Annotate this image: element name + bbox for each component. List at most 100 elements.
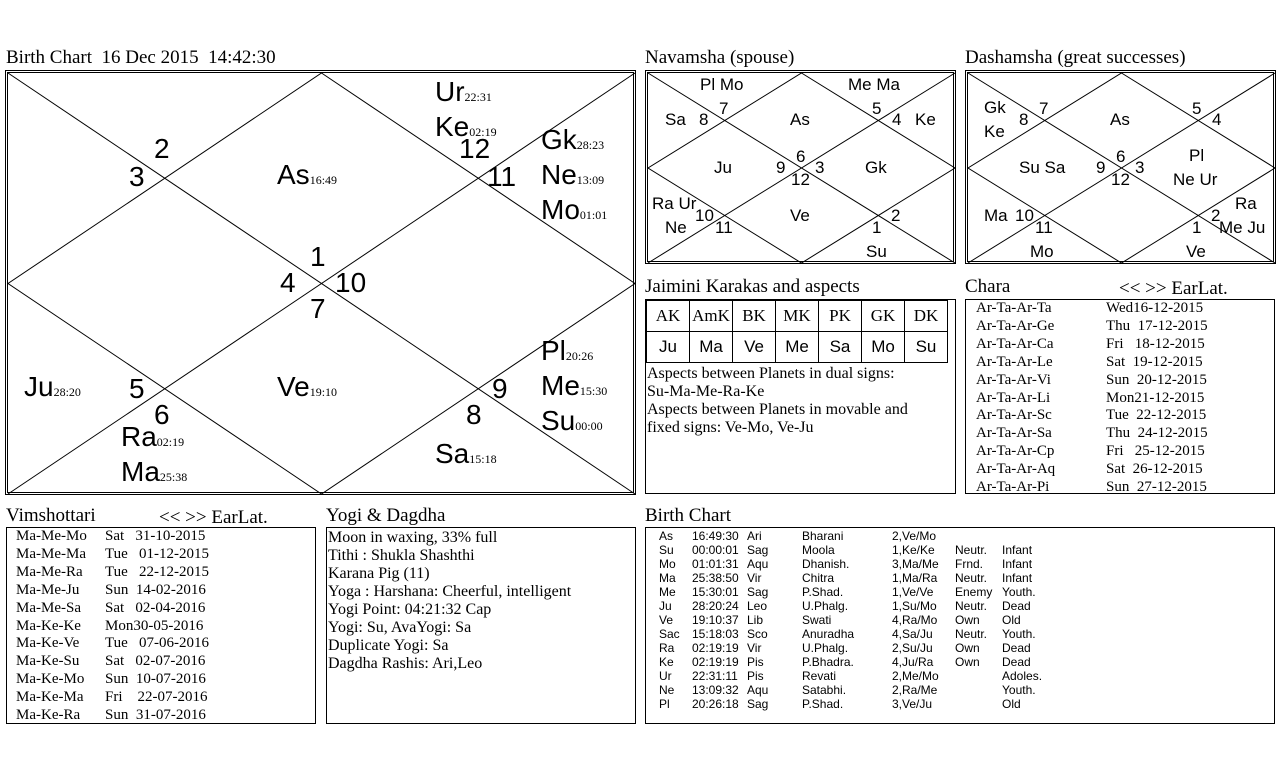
nav-top-right: Me Ma xyxy=(848,75,900,94)
dash-ra: Ra xyxy=(1235,194,1257,213)
house-10: 10 xyxy=(335,267,367,298)
nav-n6: 6 xyxy=(796,147,806,166)
planet-me: Me15:30 xyxy=(541,370,608,401)
yogi-line: Yoga : Harshana: Cheerful, intelligent xyxy=(328,583,572,600)
planet-ra: Ra02:19 xyxy=(121,421,185,452)
dashamsha-chart[interactable]: Gk 7 Ke 8 As 5 4 Su Sa 6 9 3 12 Pl Ne Ur… xyxy=(965,70,1276,264)
dash-mo: Mo xyxy=(1030,242,1054,261)
nav-top-left: Pl Mo xyxy=(700,75,744,94)
dashamsha-title: Dashamsha (great successes) xyxy=(965,47,1186,68)
planet-ma: Ma25:38 xyxy=(121,456,188,487)
house-9: 9 xyxy=(492,373,508,404)
birth-chart-panel[interactable]: 2 3 12 11 1 4 10 7 5 6 9 8 As16:49 Ur22:… xyxy=(5,70,636,495)
house-8: 8 xyxy=(466,399,482,430)
yogi-line: Yogi Point: 04:21:32 Cap xyxy=(328,601,492,618)
karaka-value: Me xyxy=(775,331,819,363)
nav-ve: Ve xyxy=(790,206,810,225)
planet-pl: Pl20:26 xyxy=(541,335,594,366)
karaka-value: Ma xyxy=(689,331,733,363)
dash-n2: 2 xyxy=(1211,206,1221,225)
karaka-value: Ve xyxy=(732,331,776,363)
karaka-header-row: AK AmK BK MK PK GK DK xyxy=(646,300,948,332)
karaka-header: AK xyxy=(646,300,690,332)
nav-ke: Ke xyxy=(915,110,936,129)
chara-nav[interactable]: << >> EarLat. xyxy=(1119,278,1228,299)
karaka-header: AmK xyxy=(689,300,733,332)
dash-ve: Ve xyxy=(1186,242,1206,261)
planet-ur: Ur22:31 xyxy=(435,76,492,107)
aspects-line: fixed signs: Ve-Mo, Ve-Ju xyxy=(647,419,814,436)
nav-n1: 1 xyxy=(872,218,882,237)
nav-n9: 9 xyxy=(776,158,786,177)
karaka-header: DK xyxy=(904,300,948,332)
nav-n11: 11 xyxy=(715,218,733,237)
planet-ke: Ke02:19 xyxy=(435,111,497,142)
vimshottari-nav[interactable]: << >> EarLat. xyxy=(159,507,268,528)
house-11: 11 xyxy=(487,161,517,192)
yogi-line: Duplicate Yogi: Sa xyxy=(328,637,449,654)
nav-gk: Gk xyxy=(865,158,887,177)
yogi-title: Yogi & Dagdha xyxy=(326,505,446,526)
yogi-panel: Moon in waxing, 33% full Tithi : Shukla … xyxy=(326,527,636,724)
karaka-value: Su xyxy=(904,331,948,363)
nav-n3: 3 xyxy=(815,158,825,177)
vimshottari-title: Vimshottari xyxy=(6,505,96,526)
nav-raur: Ra Ur xyxy=(652,194,697,213)
karaka-value: Ju xyxy=(646,331,690,363)
aspects-line: Aspects between Planets in movable and xyxy=(647,401,908,418)
yogi-line: Yogi: Su, AvaYogi: Sa xyxy=(328,619,472,636)
karaka-value-row: Ju Ma Ve Me Sa Mo Su xyxy=(646,331,948,363)
dash-n1: 1 xyxy=(1192,218,1202,237)
aspects-line: Aspects between Planets in dual signs: xyxy=(647,365,895,382)
karaka-header: GK xyxy=(861,300,905,332)
navamsha-chart[interactable]: Pl Mo Me Ma 7 Sa 8 As 5 4 Ke Ju 6 9 3 12… xyxy=(645,70,956,264)
aspects-line: Su-Ma-Me-Ra-Ke xyxy=(647,383,765,400)
yogi-line: Moon in waxing, 33% full xyxy=(328,529,498,546)
nav-sa: Sa xyxy=(665,110,686,129)
planet-su: Su00:00 xyxy=(541,405,603,436)
yogi-line: Dagdha Rashis: Ari,Leo xyxy=(328,655,483,672)
yogi-line: Tithi : Shukla Shashthi xyxy=(328,547,475,564)
house-4: 4 xyxy=(280,267,296,298)
dash-gk: Gk xyxy=(984,98,1006,117)
planet-mo: Mo01:01 xyxy=(541,194,608,225)
dash-n7: 7 xyxy=(1039,99,1049,118)
dash-n3: 3 xyxy=(1135,158,1145,177)
dash-n6: 6 xyxy=(1116,147,1126,166)
nav-n8: 8 xyxy=(699,110,709,129)
nav-su: Su xyxy=(866,242,887,261)
dash-susa: Su Sa xyxy=(1019,158,1066,177)
dash-pl: Pl xyxy=(1189,146,1205,165)
jaimini-title: Jaimini Karakas and aspects xyxy=(645,276,860,297)
planet-ne: Ne13:09 xyxy=(541,159,605,190)
nav-n2: 2 xyxy=(891,206,901,225)
navamsha-title: Navamsha (spouse) xyxy=(645,47,795,68)
navamsha-lines xyxy=(647,72,956,264)
planet-sa: Sa15:18 xyxy=(435,438,497,469)
